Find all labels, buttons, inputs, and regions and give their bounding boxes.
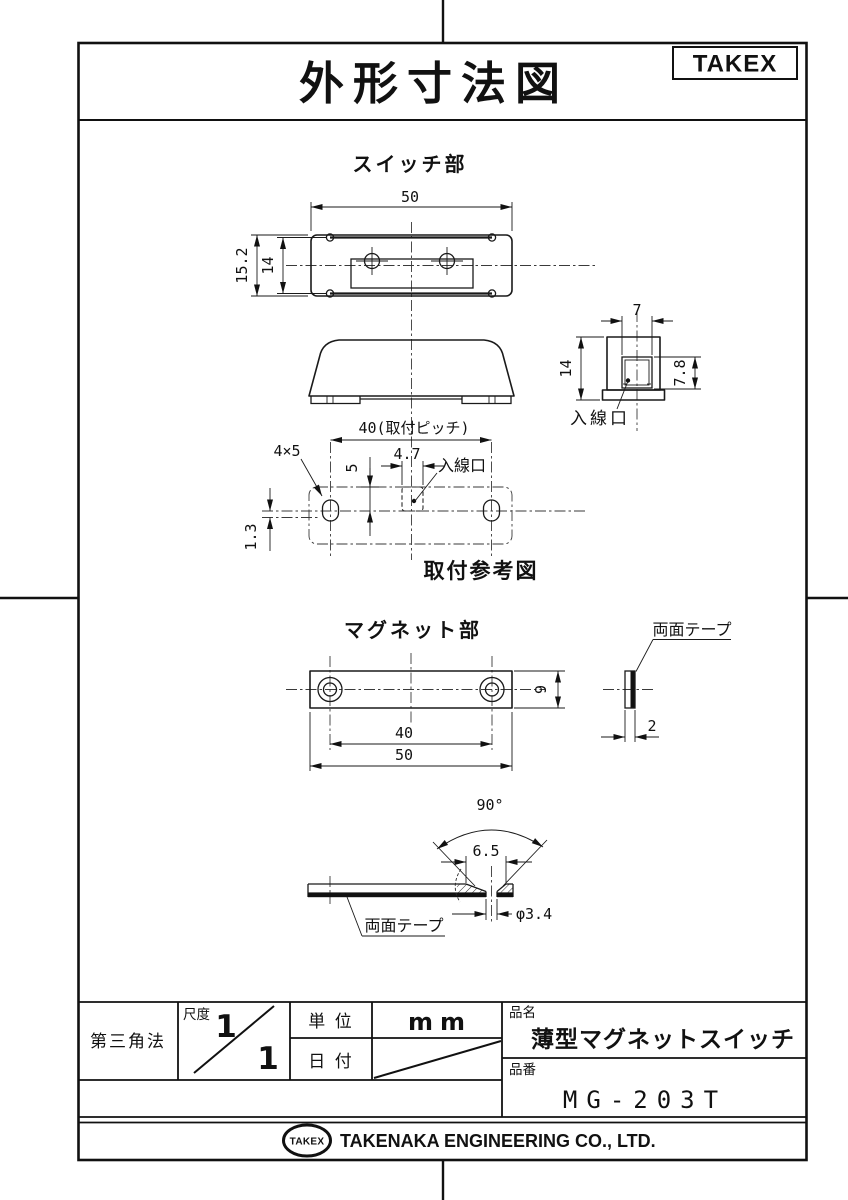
dim-entry-width: 7 — [601, 301, 673, 355]
company-name: TAKENAKA ENGINEERING CO., LTD. — [340, 1131, 656, 1151]
page-title: 外形寸法図 — [299, 57, 569, 110]
product-name-cell: 品名 薄型マグネットスイッチ — [509, 1005, 795, 1053]
svg-text:50: 50 — [395, 746, 413, 764]
mount-hole-left — [321, 499, 340, 522]
svg-text:両面テープ: 両面テープ — [364, 916, 443, 935]
magnet-side-view: 両面テープ 2 — [601, 620, 732, 742]
dim-switch-overall-height: 15.2 — [233, 234, 308, 297]
terminal-screw-left — [356, 247, 388, 275]
takex-oval-text: TAKEX — [290, 1137, 325, 1148]
magnet-section: マグネット部 9 40 — [286, 618, 732, 937]
tape-label-side: 両面テープ — [635, 620, 732, 672]
takex-oval-logo — [282, 1123, 332, 1158]
svg-text:両面テープ: 両面テープ — [652, 620, 731, 639]
dim-magnet-pitch: 40 — [330, 724, 492, 747]
mount-view-caption: 取付参考図 — [424, 559, 539, 583]
dim-switch-body-height: 14 — [259, 237, 326, 294]
switch-top-view: 50 15.2 14 — [233, 188, 598, 560]
svg-text:品名: 品名 — [509, 1005, 536, 1021]
scale-cell: 尺度 1 1 — [183, 1005, 279, 1077]
svg-text:9: 9 — [532, 685, 550, 694]
dim-end-height: 14 — [557, 336, 604, 401]
svg-text:1.3: 1.3 — [242, 523, 260, 550]
date-blank-slash — [373, 1040, 502, 1079]
svg-text:φ3.4: φ3.4 — [516, 905, 552, 923]
switch-section: スイッチ部 — [233, 152, 701, 583]
magnet-top-view: 9 40 50 — [286, 653, 565, 771]
dim-countersink-angle: 90° — [432, 796, 548, 887]
switch-end-view: 7 14 7.8 入線口 — [557, 301, 701, 431]
date-label: 日 付 — [308, 1052, 353, 1072]
dim-center-offset: 1.3 — [242, 488, 273, 551]
svg-text:14: 14 — [259, 256, 277, 274]
entry-cutout — [401, 486, 424, 512]
magnet-section-view: 90° 6.5 φ3.4 両面テープ — [307, 796, 552, 937]
terminal-screw-right — [431, 247, 463, 275]
svg-text:14: 14 — [557, 359, 575, 377]
dim-entry-cut-width: 4.7 — [381, 445, 444, 485]
label-hole-size: 4×5 — [273, 442, 323, 497]
svg-text:15.2: 15.2 — [233, 247, 251, 283]
title-block: 第三角法 尺度 1 1 単 位 mm 日 付 品名 薄型マグネットスイッチ 品番… — [78, 1001, 807, 1124]
svg-text:1: 1 — [257, 1041, 279, 1077]
dim-magnet-width: 50 — [309, 712, 513, 771]
svg-text:薄型マグネットスイッチ: 薄型マグネットスイッチ — [531, 1026, 795, 1053]
tape-strip-section — [308, 893, 486, 898]
dim-magnet-height: 9 — [514, 670, 565, 709]
switch-mount-view: 40(取付ピッチ) 4×5 4.7 入線口 — [242, 419, 585, 583]
svg-text:入線口: 入線口 — [570, 409, 630, 429]
header: 外形寸法図 TAKEX — [299, 46, 798, 110]
brand-logo-box — [672, 46, 798, 80]
magnet-section-title: マグネット部 — [344, 618, 482, 642]
svg-text:入線口: 入線口 — [438, 456, 486, 475]
unit-value: mm — [408, 1008, 472, 1036]
tape-strip — [630, 671, 635, 708]
mount-hole-right — [482, 499, 501, 522]
svg-text:7: 7 — [632, 301, 641, 319]
unit-label: 単 位 — [308, 1012, 353, 1032]
footer: TAKEX TAKENAKA ENGINEERING CO., LTD. — [282, 1123, 656, 1158]
svg-text:2: 2 — [647, 717, 656, 735]
svg-text:尺度: 尺度 — [183, 1007, 210, 1023]
svg-text:7.8: 7.8 — [671, 359, 689, 386]
svg-text:40(取付ピッチ): 40(取付ピッチ) — [358, 419, 469, 437]
svg-text:90°: 90° — [476, 796, 503, 814]
switch-section-title: スイッチ部 — [353, 152, 468, 176]
svg-text:40: 40 — [395, 724, 413, 742]
entry-label-mount-view: 入線口 — [411, 456, 486, 504]
brand-logo: TAKEX — [693, 51, 778, 78]
svg-text:品番: 品番 — [509, 1062, 537, 1078]
dim-entry-depth: 5 — [343, 457, 379, 536]
svg-text:5: 5 — [343, 463, 361, 472]
svg-text:1: 1 — [215, 1009, 237, 1045]
wire-entry-opening — [621, 356, 653, 389]
svg-text:MG-203T: MG-203T — [563, 1086, 727, 1114]
dim-hole-dia: φ3.4 — [452, 899, 552, 923]
dim-opening-height: 7.8 — [654, 356, 701, 390]
entry-label-end-view: 入線口 — [570, 378, 631, 429]
dim-countersink-dia: 6.5 — [441, 842, 532, 883]
dim-mount-pitch: 40(取付ピッチ) — [330, 419, 492, 443]
part-number-cell: 品番 MG-203T — [509, 1062, 727, 1114]
tape-label-section: 両面テープ — [346, 896, 445, 937]
svg-text:50: 50 — [401, 188, 419, 206]
dim-switch-width: 50 — [310, 188, 513, 231]
svg-text:4×5: 4×5 — [273, 442, 300, 460]
switch-side-view — [308, 339, 515, 405]
dim-magnet-thickness: 2 — [601, 710, 659, 742]
label-recess — [350, 258, 474, 289]
svg-text:4.7: 4.7 — [393, 445, 420, 463]
svg-text:6.5: 6.5 — [472, 842, 499, 860]
projection-method: 第三角法 — [90, 1032, 166, 1052]
